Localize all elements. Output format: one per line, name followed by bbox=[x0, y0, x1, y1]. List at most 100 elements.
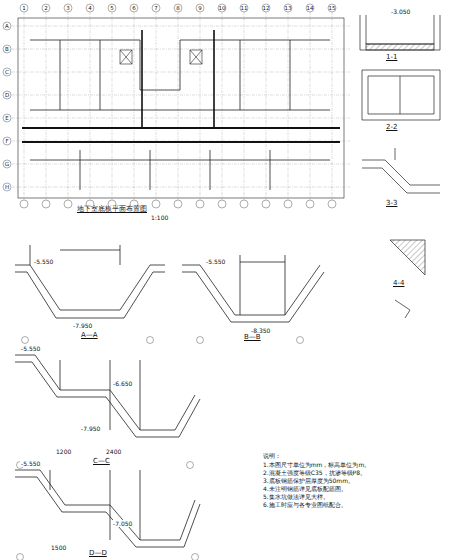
scale: 1:100 bbox=[150, 214, 169, 221]
elevation: -3.050 bbox=[390, 8, 411, 15]
axis-bubble bbox=[42, 200, 50, 208]
axis-bubble bbox=[3, 183, 11, 191]
section-title: B—B bbox=[243, 334, 262, 341]
basement-plan bbox=[12, 12, 350, 200]
grid-line bbox=[12, 26, 350, 27]
elevation: -7.950 bbox=[80, 425, 101, 432]
axis-number: 9 bbox=[197, 5, 203, 12]
axis-bubble bbox=[306, 200, 314, 208]
axis-letter: D bbox=[4, 92, 10, 99]
axis-bubble bbox=[187, 462, 194, 469]
grid-line bbox=[156, 12, 157, 200]
axis-number: 1 bbox=[21, 5, 27, 12]
axis-number: 4 bbox=[87, 5, 93, 12]
axis-bubble bbox=[262, 200, 270, 208]
elevation: -8.350 bbox=[250, 327, 271, 334]
axis-bubble bbox=[192, 554, 199, 560]
axis-bubble bbox=[130, 4, 138, 12]
section-title: D—D bbox=[88, 550, 108, 557]
axis-bubble bbox=[218, 4, 226, 12]
axis-bubble bbox=[306, 4, 314, 12]
note-text: 说明： bbox=[262, 452, 282, 459]
axis-letter: E bbox=[4, 115, 9, 122]
axis-letter: F bbox=[4, 138, 9, 145]
dimension: 2400 bbox=[105, 448, 122, 455]
detail-sections bbox=[360, 15, 440, 318]
axis-number: 5 bbox=[109, 5, 115, 12]
axis-letter: H bbox=[4, 184, 10, 191]
axis-number: 13 bbox=[284, 5, 293, 12]
axis-bubble bbox=[3, 91, 11, 99]
axis-bubble bbox=[17, 554, 24, 560]
axis-letter: G bbox=[4, 161, 10, 168]
axis-number: 11 bbox=[240, 5, 249, 12]
axis-number: 15 bbox=[328, 5, 337, 12]
axis-bubble bbox=[20, 200, 28, 208]
elevation: -5.550 bbox=[20, 460, 41, 467]
note-text: 2.混凝土强度等级C35，抗渗等级P8。 bbox=[262, 469, 367, 476]
axis-bubble bbox=[64, 4, 72, 12]
elevation: -6.650 bbox=[112, 380, 133, 387]
note-text: 1.本图尺寸单位为mm，标高单位为m。 bbox=[262, 461, 371, 468]
grid-line bbox=[12, 164, 350, 165]
axis-number: 10 bbox=[218, 5, 227, 12]
grid-line bbox=[178, 12, 179, 200]
axis-bubble bbox=[42, 4, 50, 12]
axis-bubble bbox=[86, 4, 94, 12]
elevation: -5.550 bbox=[20, 345, 41, 352]
dimension: 1200 bbox=[55, 448, 72, 455]
note-text: 4.未注明钢筋详见底板配筋图。 bbox=[262, 485, 348, 492]
axis-number: 3 bbox=[65, 5, 71, 12]
grid-line bbox=[332, 12, 333, 200]
axis-bubble bbox=[196, 200, 204, 208]
section-title: 1-1 bbox=[385, 54, 398, 61]
axis-number: 8 bbox=[175, 5, 181, 12]
drawing-title: 地下室底板平面布置图 bbox=[76, 206, 148, 213]
axis-bubble bbox=[22, 337, 29, 344]
axis-bubble bbox=[108, 4, 116, 12]
elevation: -5.550 bbox=[205, 258, 226, 265]
axis-number: 6 bbox=[131, 5, 137, 12]
axis-bubble bbox=[328, 200, 336, 208]
section-title: A—A bbox=[80, 332, 99, 339]
grid-line bbox=[12, 72, 350, 73]
elevation: -7.950 bbox=[72, 322, 93, 329]
axis-bubble bbox=[3, 137, 11, 145]
axis-bubble bbox=[240, 200, 248, 208]
axis-bubble bbox=[152, 200, 160, 208]
grid-line bbox=[12, 95, 350, 96]
axis-bubble bbox=[297, 337, 304, 344]
axis-bubble bbox=[3, 45, 11, 53]
axis-bubble bbox=[3, 114, 11, 122]
axis-number: 14 bbox=[306, 5, 315, 12]
axis-bubble bbox=[3, 68, 11, 76]
axis-letter: B bbox=[4, 46, 10, 53]
axis-bubble bbox=[174, 200, 182, 208]
axis-number: 2 bbox=[43, 5, 49, 12]
axis-bubble bbox=[20, 4, 28, 12]
axis-bubble bbox=[196, 4, 204, 12]
axis-bubble bbox=[174, 4, 182, 12]
axis-bubble bbox=[284, 200, 292, 208]
axis-number: 7 bbox=[153, 5, 159, 12]
elevation: -5.550 bbox=[33, 258, 54, 265]
section-title: 2-2 bbox=[385, 124, 398, 131]
grid-line bbox=[24, 12, 25, 200]
section-title: 4-4 bbox=[392, 280, 405, 287]
axis-number: 12 bbox=[262, 5, 271, 12]
grid-line bbox=[12, 49, 350, 50]
axis-bubble bbox=[197, 337, 204, 344]
axis-bubble bbox=[240, 4, 248, 12]
axis-bubble bbox=[328, 4, 336, 12]
grid-line bbox=[12, 118, 350, 119]
section-title: 3-3 bbox=[385, 200, 398, 207]
note-text: 5.集水坑做法详见大样。 bbox=[262, 493, 330, 500]
note-text: 6.施工时应与各专业图纸配合。 bbox=[262, 501, 348, 508]
axis-bubble bbox=[218, 200, 226, 208]
axis-bubble bbox=[3, 160, 11, 168]
axis-letter: A bbox=[4, 23, 10, 30]
axis-bubble bbox=[3, 22, 11, 30]
axis-bubble bbox=[262, 4, 270, 12]
axis-bubble bbox=[147, 337, 154, 344]
